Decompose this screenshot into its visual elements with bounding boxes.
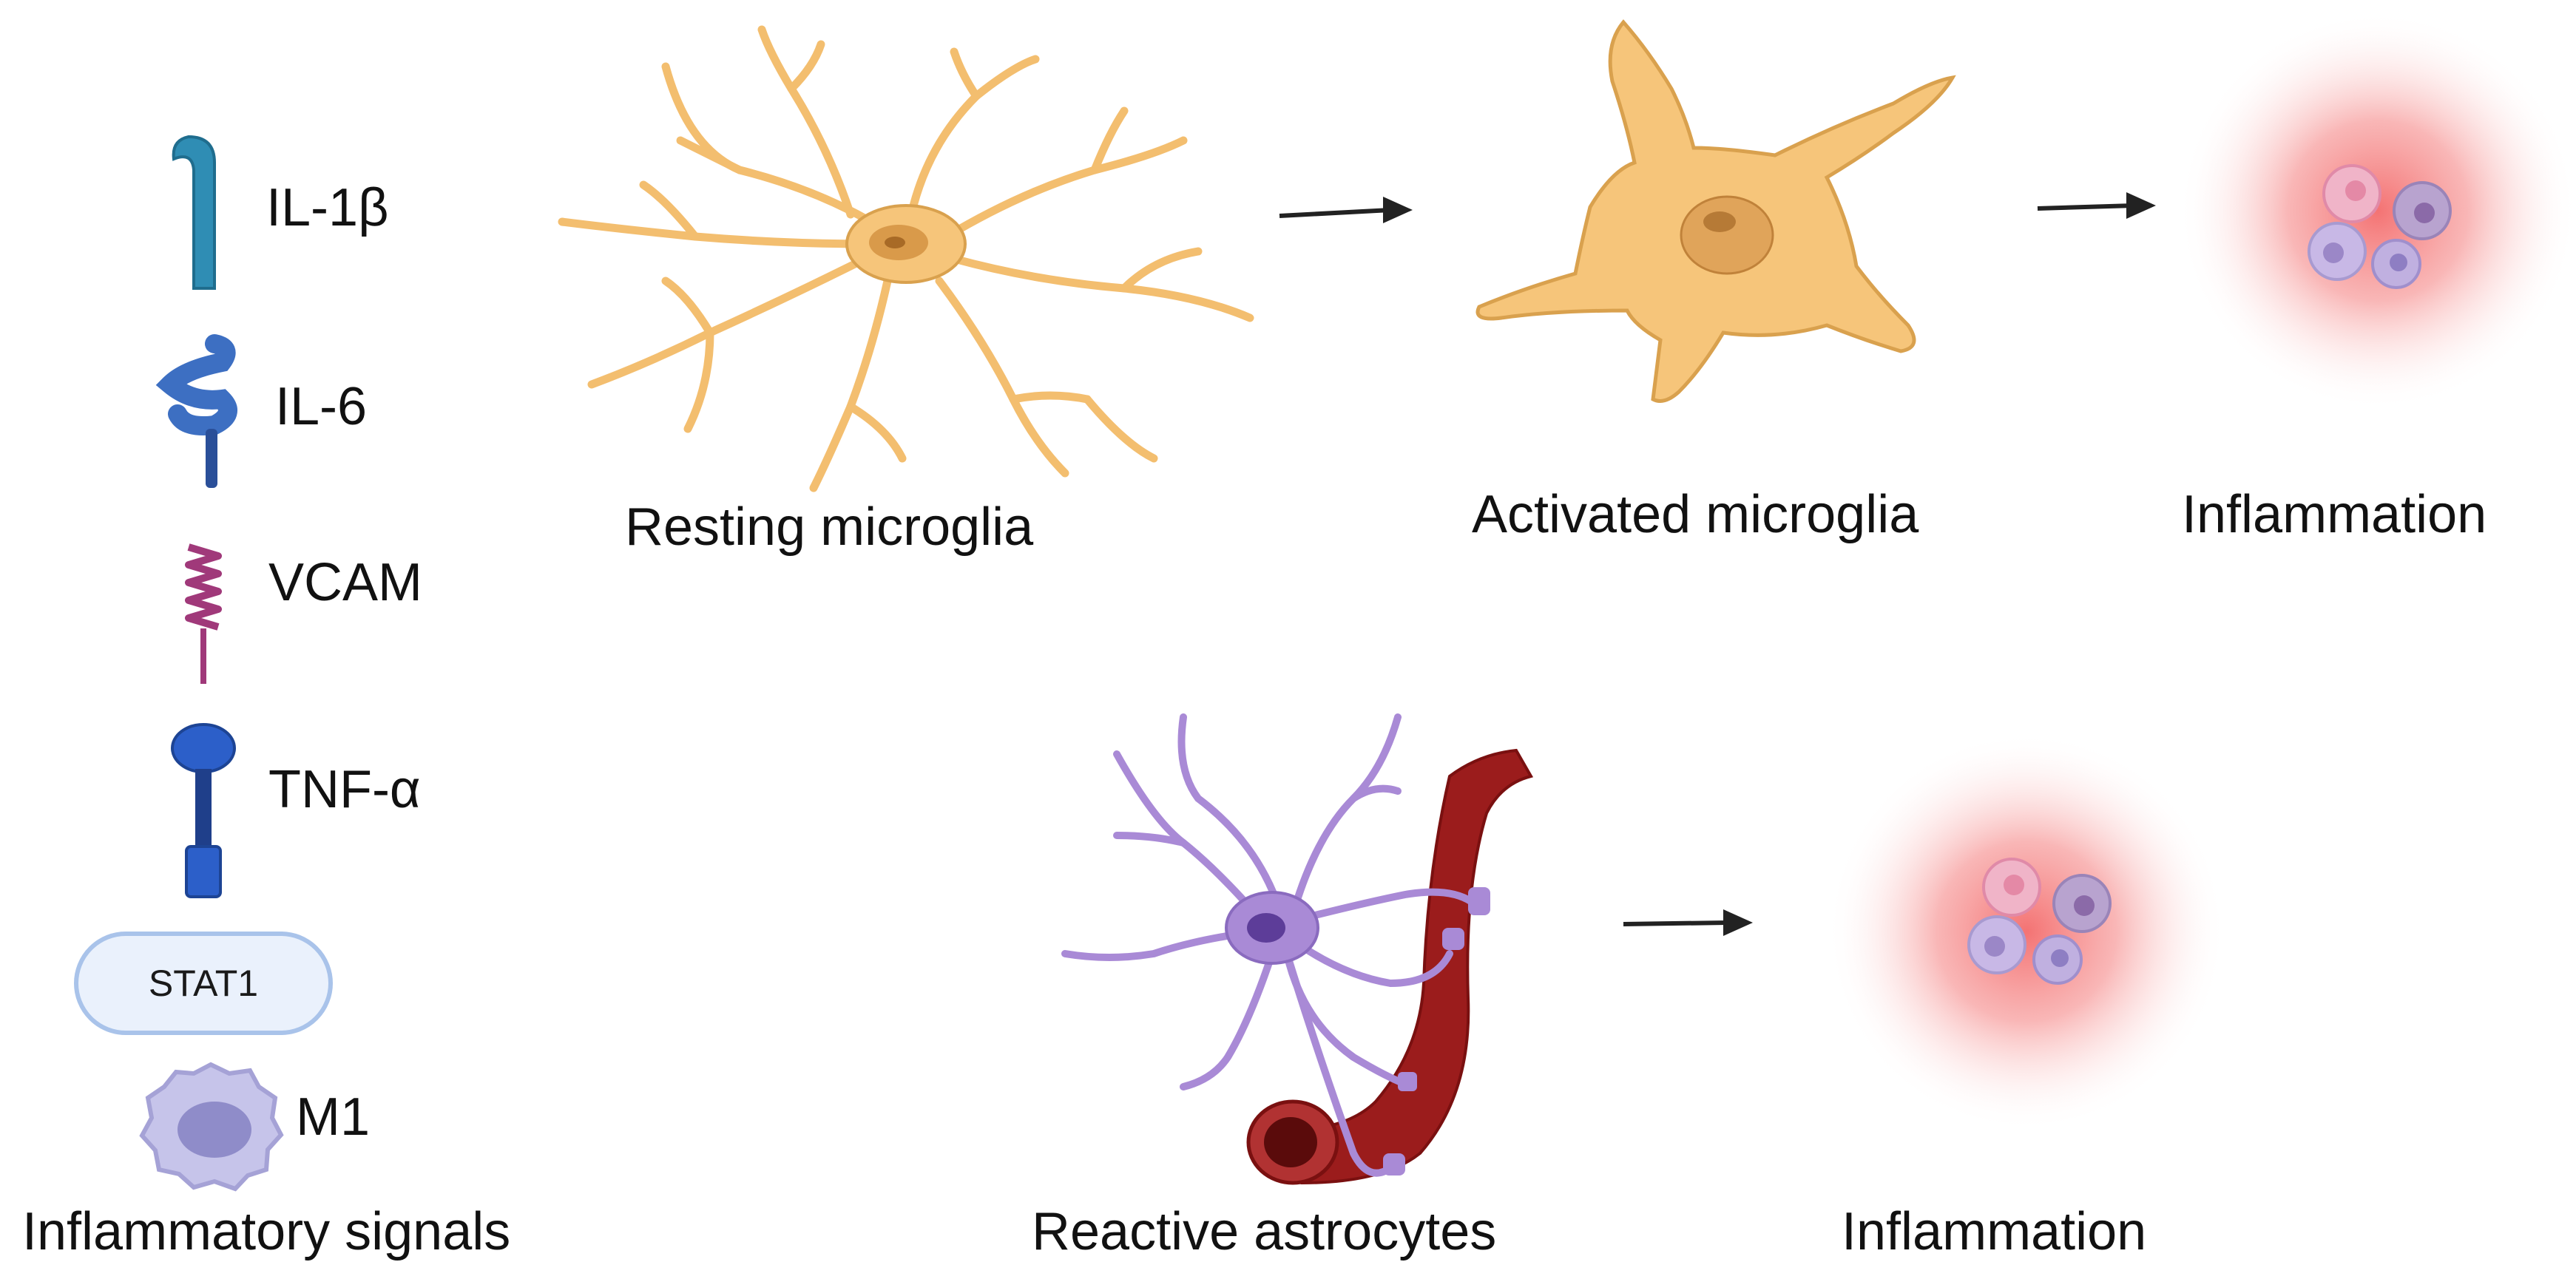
vcam-icon: [185, 543, 222, 684]
resting-microglia-label: Resting microglia: [625, 498, 1034, 557]
il6-label: IL-6: [275, 377, 368, 436]
stat1-badge: STAT1: [74, 932, 333, 1035]
il1b-icon: [172, 135, 216, 290]
inflammation-label-bottom: Inflammation: [1842, 1202, 2147, 1261]
inflammation-glow-bottom: [1827, 732, 2226, 1131]
stat1-label: STAT1: [148, 963, 259, 1004]
m1-label: M1: [296, 1088, 371, 1147]
blood-vessel-icon: [1246, 748, 1534, 1185]
activated-microglia-label: Activated microglia: [1472, 485, 1919, 544]
tnfa-icon: [171, 723, 236, 898]
vcam-label: VCAM: [268, 553, 423, 612]
reactive-astrocytes-label: Reactive astrocytes: [1032, 1202, 1497, 1261]
il1b-label: IL-1β: [266, 178, 389, 237]
arrow-resting-to-activated: [1279, 197, 1413, 223]
arrow-astrocytes-to-inflammation: [1623, 909, 1753, 936]
m1-macrophage-icon: [139, 1062, 284, 1192]
inflammation-label-top: Inflammation: [2182, 485, 2487, 544]
reactive-astrocyte-icon: [1061, 713, 1475, 1177]
inflammatory-signals-caption: Inflammatory signals: [22, 1202, 511, 1261]
resting-microglia-icon: [558, 25, 1254, 492]
il6-icon: [155, 334, 237, 488]
arrow-activated-to-inflammation: [2037, 192, 2156, 219]
inflammation-glow-top: [2178, 11, 2576, 410]
tnfa-label: TNF-α: [268, 760, 421, 819]
